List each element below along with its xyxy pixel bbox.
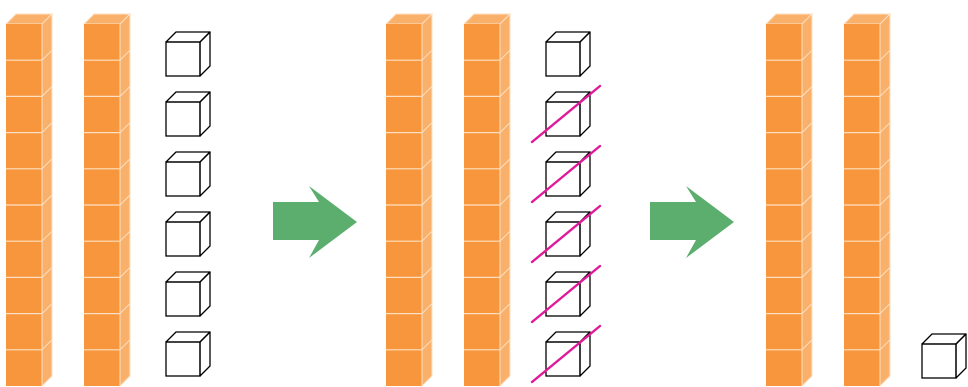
unit-cube xyxy=(166,152,210,196)
right-arrow-icon xyxy=(273,186,357,258)
ten-rod xyxy=(84,14,130,386)
ten-rod xyxy=(386,14,432,386)
unit-cube xyxy=(922,334,966,378)
unit-cube xyxy=(532,146,600,202)
unit-cube xyxy=(546,32,590,76)
unit-cube xyxy=(532,206,600,262)
ten-rod xyxy=(766,14,812,386)
unit-cube xyxy=(166,92,210,136)
unit-cube xyxy=(166,212,210,256)
unit-cube xyxy=(166,272,210,316)
unit-cube xyxy=(532,266,600,322)
right-arrow-icon xyxy=(650,186,734,258)
unit-cube xyxy=(166,332,210,376)
unit-cube xyxy=(532,86,600,142)
unit-cube xyxy=(532,326,600,382)
unit-cube xyxy=(166,32,210,76)
ten-rod xyxy=(844,14,890,386)
ten-rod xyxy=(6,14,52,386)
ten-rod xyxy=(464,14,510,386)
